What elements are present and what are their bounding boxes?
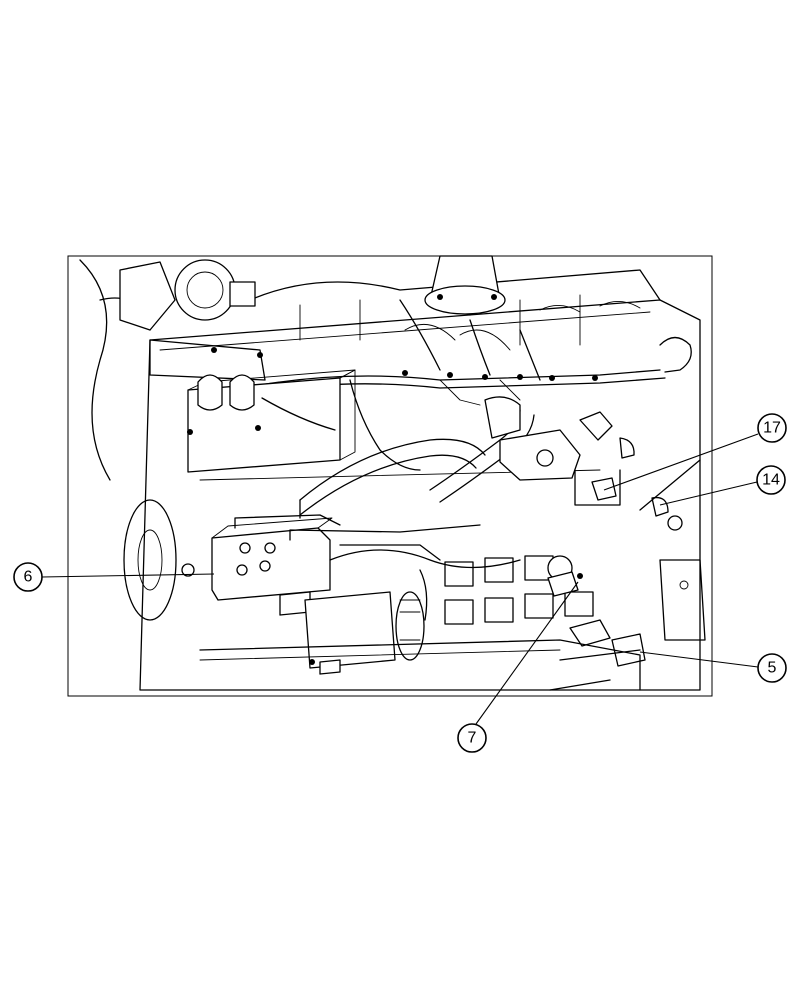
callout-7-label: 7 bbox=[468, 730, 477, 747]
callout-5-label: 5 bbox=[768, 660, 777, 677]
callout-6: 6 bbox=[13, 562, 215, 592]
callout-14-label: 14 bbox=[762, 472, 780, 489]
leader-line-14 bbox=[659, 481, 758, 506]
callout-17-label: 17 bbox=[763, 420, 781, 437]
leader-line-5 bbox=[639, 651, 759, 668]
illustration-frame bbox=[67, 255, 713, 697]
callout-7-circle bbox=[457, 723, 487, 753]
callout-14: 14 bbox=[659, 465, 786, 506]
leader-line-17 bbox=[603, 433, 759, 491]
callout-5: 5 bbox=[639, 651, 787, 683]
callout-6-label: 6 bbox=[24, 569, 33, 586]
callout-17: 17 bbox=[603, 413, 787, 491]
callout-6-circle bbox=[13, 562, 43, 592]
callout-5-circle bbox=[757, 653, 787, 683]
leader-line-6 bbox=[41, 573, 215, 578]
engine-illustration bbox=[79, 255, 706, 691]
callout-14-circle bbox=[756, 465, 786, 495]
leader-line-7 bbox=[475, 581, 579, 725]
callout-17-circle bbox=[757, 413, 787, 443]
callout-7: 7 bbox=[457, 581, 579, 753]
